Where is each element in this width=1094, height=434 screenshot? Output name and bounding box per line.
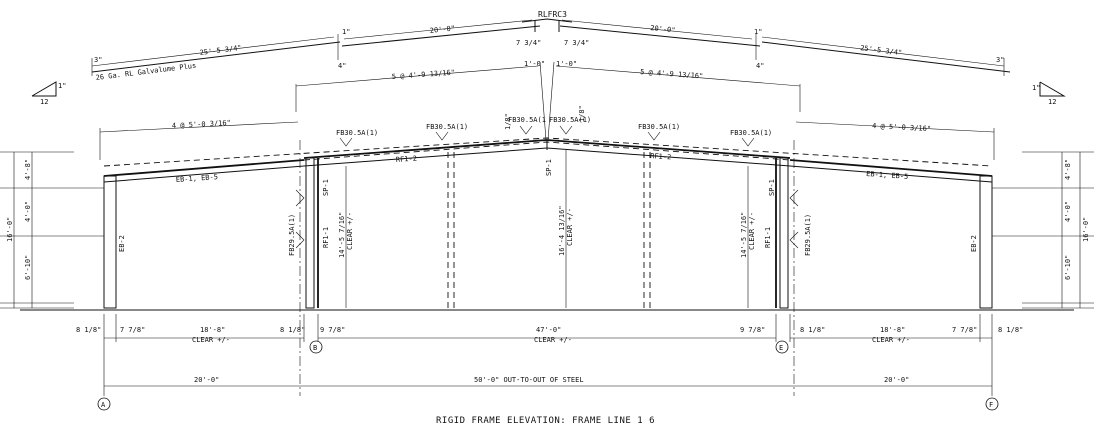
panel-note: 26 Ga. RL Galvalume Plus [95, 62, 196, 82]
wall-total-left: 16'-0" [6, 217, 14, 242]
dim-main-span: 50'-0" OUT-TO-OUT OF STEEL [474, 376, 584, 384]
ridge-offset-right: 1'-0" [556, 60, 577, 68]
column-label-left: RF1-1 [322, 227, 330, 248]
slope-symbol-right [1039, 81, 1066, 97]
lap-far-left-3in: 3" [94, 56, 102, 64]
endwall-col-left: EB-2 [118, 235, 126, 252]
lap-right-1in: 1" [754, 28, 762, 36]
eave-beam-label-left: EB-1, EB-5 [176, 173, 219, 184]
ridge-dim-right: 1/8" [578, 105, 586, 122]
grid-bubble-f: F [985, 397, 999, 411]
wall-mid-right: 4'-0" [1064, 201, 1072, 222]
dim-clear-bay-right: 18'-8" [880, 326, 905, 334]
dim-col-offset-right: 9 7/8" [740, 326, 765, 334]
dim-clear-note-center: CLEAR +/- [534, 336, 572, 344]
purlin-spacing-left-inner: 5 @ 4'-9 13/16" [392, 69, 456, 81]
ridge-dim-left: 1/8" [504, 113, 512, 130]
roof-panel-layout [91, 18, 1011, 76]
flange-brace-left: FB29.5A(1) [288, 214, 296, 256]
dim-bay-right: 20'-0" [884, 376, 909, 384]
clear-height-right-note: CLEAR +/- [748, 212, 756, 250]
lap-left-4in: 4" [338, 62, 346, 70]
wall-mid-left: 4'-0" [24, 201, 32, 222]
splice-label-center: SP-1 [545, 159, 553, 176]
slope-left-run: 12 [40, 98, 48, 106]
purlin-spacing-dims [99, 61, 995, 160]
slope-right-rise: 1" [1032, 84, 1040, 92]
ridge-gap-right: 7 3/4" [564, 39, 589, 47]
grid-bubble-a: A [97, 397, 111, 411]
slope-right-run: 12 [1048, 98, 1056, 106]
grid-bubble-e: E [775, 340, 789, 354]
lap-far-right-3in: 3" [996, 56, 1004, 64]
fb-tag-2: FB30.5A(1) [426, 123, 468, 131]
dim-col-offset-left: 9 7/8" [320, 326, 345, 334]
grid-bubble-b-label: B [313, 344, 317, 352]
wall-total-right: 16'-0" [1082, 217, 1090, 242]
ridge-gap-left: 7 3/4" [516, 39, 541, 47]
drawing-title: RIGID FRAME ELEVATION: FRAME LINE 1 6 [436, 416, 655, 426]
panel-dim-right-outer: 25'-5 3/4" [860, 44, 903, 57]
splice-label-right: SP-1 [768, 179, 776, 196]
clear-height-left: 14'-5 7/16" [338, 212, 346, 258]
slope-left-rise: 1" [58, 82, 66, 90]
purlin-spacing-right-outer: 4 @ 5'-0 3/16" [872, 122, 931, 133]
dim-bay-left: 20'-0" [194, 376, 219, 384]
dim-clear-center: 47'-0" [536, 326, 561, 334]
wall-top-right: 4'-8" [1064, 159, 1072, 180]
wall-bottom-left: 6'-10" [24, 255, 32, 280]
ridge-offset-left: 1'-0" [524, 60, 545, 68]
splice-label-left: SP-1 [322, 179, 330, 196]
endwall-col-right: EB-2 [970, 235, 978, 252]
fb-tag-markers [339, 125, 755, 147]
wall-top-left: 4'-8" [24, 159, 32, 180]
dim-edge-left-2: 8 1/8" [280, 326, 305, 334]
column-label-right: RF1-1 [764, 227, 772, 248]
clear-height-center-note: CLEAR +/- [566, 208, 574, 246]
grid-bubble-a-label: A [101, 401, 106, 409]
dim-edge-left: 8 1/8" [76, 326, 101, 334]
frame-geometry [0, 137, 1094, 311]
dim-clear-bay-left: 18'-8" [200, 326, 225, 334]
clear-height-left-note: CLEAR +/- [346, 212, 354, 250]
slope-symbol-left [31, 81, 57, 97]
clear-height-right: 14'-5 7/16" [740, 212, 748, 258]
lap-left-1in: 1" [342, 28, 350, 36]
wall-bottom-right: 6'-10" [1064, 255, 1072, 280]
dim-edge-right-2: 8 1/8" [998, 326, 1023, 334]
rafter-label-right: RF1-2 [650, 152, 672, 161]
grid-bubble-b: B [309, 340, 323, 354]
grid-bubble-f-label: F [989, 401, 993, 409]
purlin-spacing-right-inner: 5 @ 4'-9 13/16" [640, 68, 704, 80]
rafter-label-left: RF1-2 [396, 155, 418, 164]
ridge-cap-label: RLFRC3 [538, 10, 567, 19]
purlin-spacing-left-outer: 4 @ 5'-0 3/16" [172, 119, 231, 130]
eave-beam-label-right: EB-1, EB-5 [866, 170, 909, 181]
fb-tag-3: FB30.5A(1 [508, 116, 546, 124]
bottom-dimension-lines [103, 140, 993, 396]
panel-dim-right-inner: 20'-0" [650, 24, 676, 35]
flange-brace-right: FB29.5A(1) [804, 214, 812, 256]
lap-right-4in: 4" [756, 62, 764, 70]
dim-clear-note-left: CLEAR +/- [192, 336, 230, 344]
dim-edge-right: 8 1/8" [800, 326, 825, 334]
clear-height-center: 16'-4 13/16" [558, 205, 566, 256]
fb-tag-1: FB30.5A(1) [336, 129, 378, 137]
dim-clear-note-right: CLEAR +/- [872, 336, 910, 344]
fb-tag-5: FB30.5A(1) [638, 123, 680, 131]
dim-offset-left: 7 7/8" [120, 326, 145, 334]
dim-offset-right: 7 7/8" [952, 326, 977, 334]
panel-dim-left-inner: 20'-0" [429, 24, 455, 35]
grid-bubble-e-label: E [779, 344, 783, 352]
fb-tag-6: FB30.5A(1) [730, 129, 772, 137]
fb-tag-4: FB30.5A(1) [549, 116, 591, 124]
